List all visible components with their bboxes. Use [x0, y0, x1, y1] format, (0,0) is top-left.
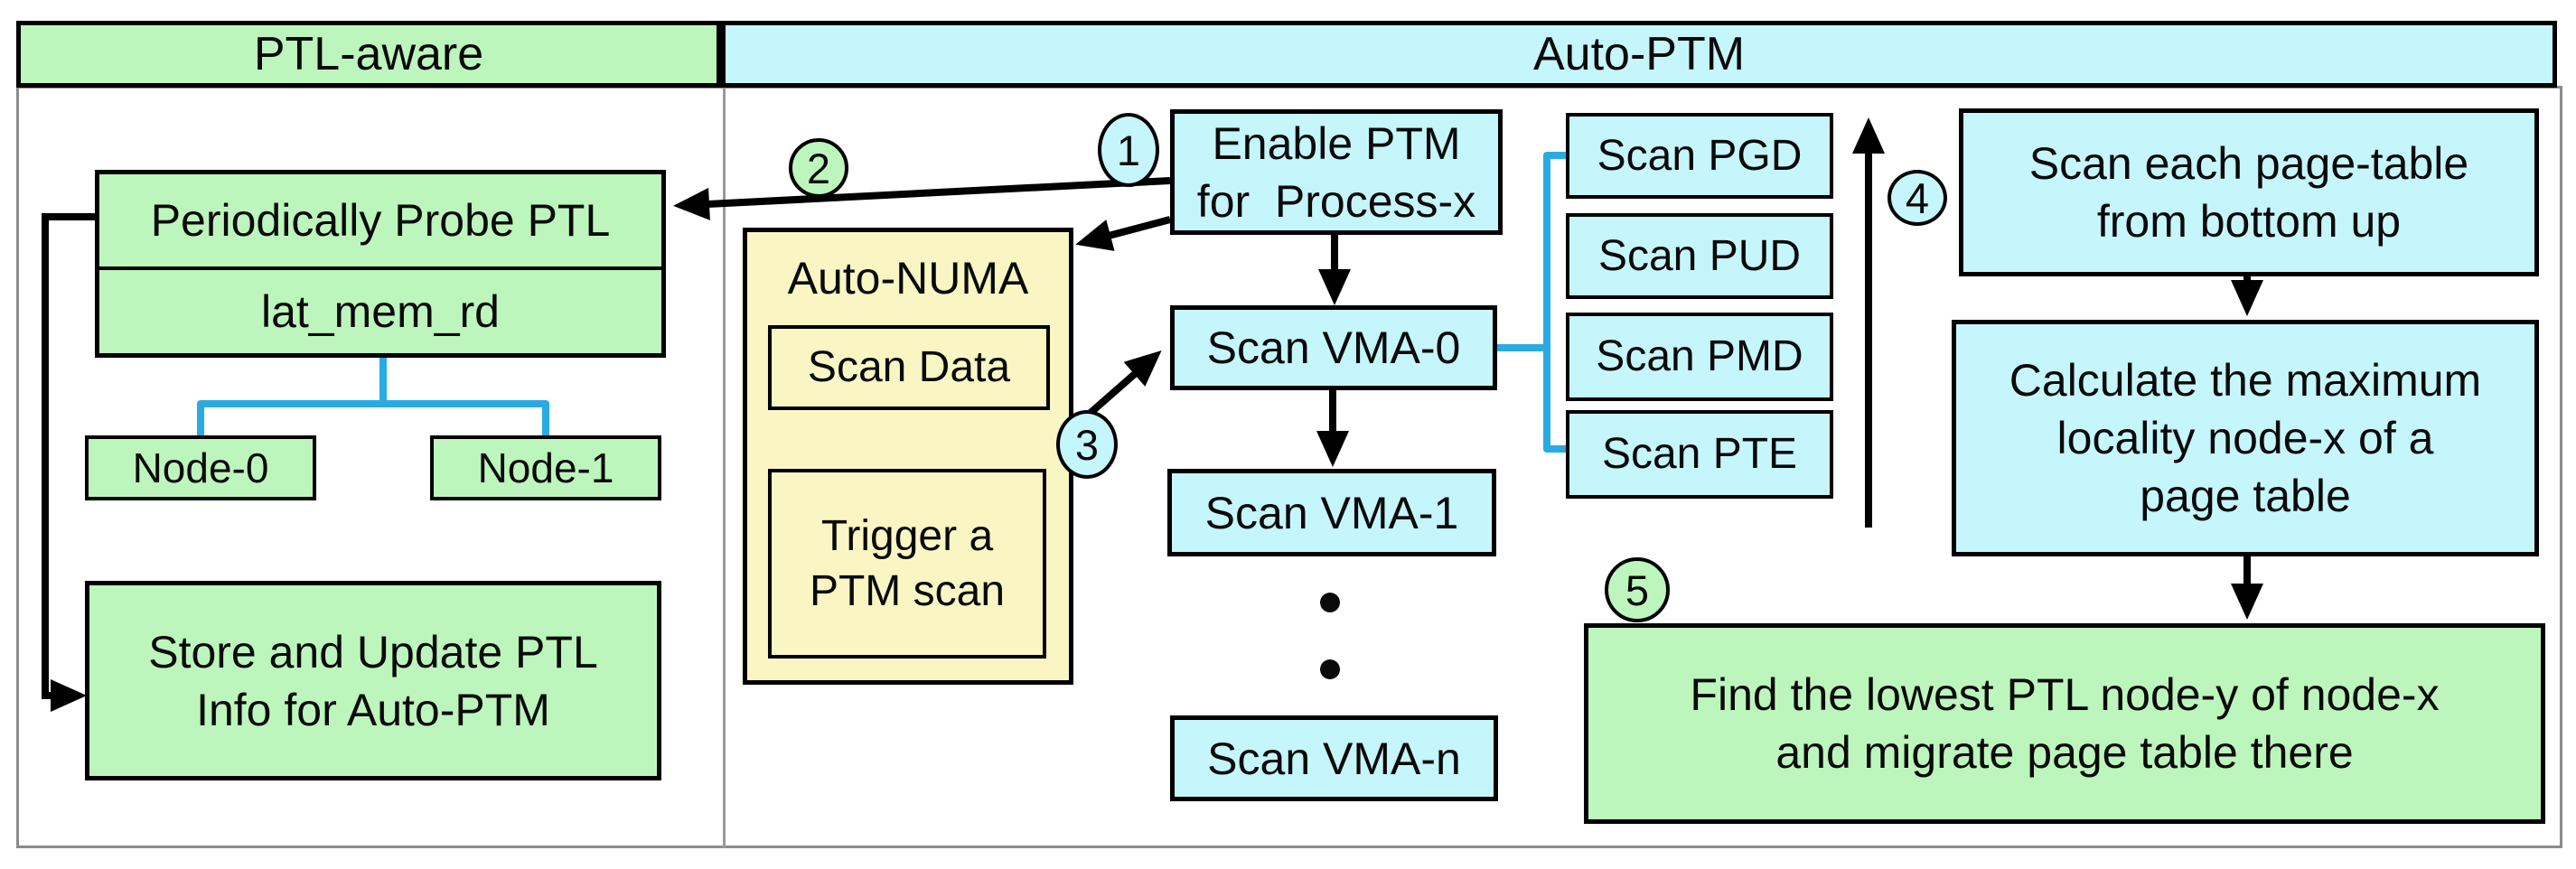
scan-data-label: Scan Data: [807, 343, 1011, 392]
trigger-scan-box: Trigger a PTM scan: [768, 469, 1046, 659]
step-1-label: 1: [1116, 126, 1141, 174]
panel-divider: [723, 86, 726, 848]
scan-vman-label: Scan VMA-n: [1207, 733, 1461, 784]
node1-box: Node-1: [430, 435, 661, 500]
scan-pud-box: Scan PUD: [1566, 213, 1833, 299]
find-line2: and migrate page table there: [1775, 727, 2354, 778]
scan-each-box: Scan each page-table from bottom up: [1959, 108, 2539, 276]
store-update-line1: Store and Update PTL: [148, 626, 598, 677]
step-4-label: 4: [1905, 173, 1930, 222]
scan-pmd-label: Scan PMD: [1596, 332, 1803, 381]
node0-box: Node-0: [85, 435, 316, 500]
lat-mem-rd-label: lat_mem_rd: [261, 286, 500, 337]
header-auto-ptm: Auto-PTM: [721, 21, 2557, 88]
trigger-line2: PTM scan: [809, 567, 1006, 615]
node1-label: Node-1: [477, 444, 614, 491]
scan-vma0-label: Scan VMA-0: [1206, 322, 1461, 373]
scan-vma1-label: Scan VMA-1: [1204, 487, 1459, 538]
header-auto-ptm-label: Auto-PTM: [1532, 28, 1746, 80]
enable-line1: Enable PTM: [1212, 117, 1461, 169]
auto-numa-title: Auto-NUMA: [787, 253, 1029, 304]
store-update-line2: Info for Auto-PTM: [196, 684, 550, 735]
scan-pte-label: Scan PTE: [1601, 430, 1798, 479]
scan-vma1-box: Scan VMA-1: [1167, 469, 1496, 556]
scan-data-box: Scan Data: [768, 325, 1050, 410]
header-ptl-aware-label: PTL-aware: [253, 28, 484, 80]
calculate-box: Calculate the maximum locality node-x of…: [1952, 320, 2539, 556]
step-2-badge: 2: [789, 138, 848, 198]
enable-ptm-box: Enable PTM for Process-x: [1170, 109, 1503, 235]
store-update-box: Store and Update PTL Info for Auto-PTM: [85, 581, 661, 780]
trigger-line1: Trigger a: [820, 511, 994, 560]
scan-each-line1: Scan each page-table: [2028, 138, 2469, 189]
header-ptl-aware: PTL-aware: [16, 21, 721, 88]
probe-ptl-box: Periodically Probe PTL lat_mem_rd: [95, 170, 666, 358]
find-migrate-box: Find the lowest PTL node-y of node-x and…: [1584, 623, 2545, 824]
step-3-label: 3: [1074, 420, 1100, 469]
calculate-line1: Calculate the maximum: [2009, 355, 2482, 406]
calculate-line2: locality node-x of a: [2056, 413, 2434, 463]
scan-pgd-label: Scan PGD: [1597, 131, 1803, 180]
step-2-label: 2: [806, 144, 831, 192]
node0-label: Node-0: [132, 444, 269, 491]
enable-line2: for Process-x: [1196, 175, 1476, 227]
scan-vma0-box: Scan VMA-0: [1170, 305, 1497, 390]
find-line1: Find the lowest PTL node-y of node-x: [1690, 669, 2440, 720]
step-4-badge: 4: [1888, 170, 1947, 226]
scan-pgd-box: Scan PGD: [1566, 113, 1833, 199]
scan-each-line2: from bottom up: [2096, 196, 2402, 247]
step-5-badge: 5: [1605, 557, 1670, 622]
scan-pud-label: Scan PUD: [1597, 231, 1802, 280]
probe-ptl-label: Periodically Probe PTL: [99, 174, 661, 270]
step-3-badge: 3: [1056, 410, 1118, 479]
calculate-line3: page table: [2140, 471, 2351, 521]
step-5-label: 5: [1625, 565, 1650, 614]
scan-pte-box: Scan PTE: [1566, 410, 1833, 499]
step-1-badge: 1: [1098, 113, 1159, 187]
scan-pmd-box: Scan PMD: [1566, 313, 1833, 401]
scan-vman-box: Scan VMA-n: [1170, 715, 1498, 801]
